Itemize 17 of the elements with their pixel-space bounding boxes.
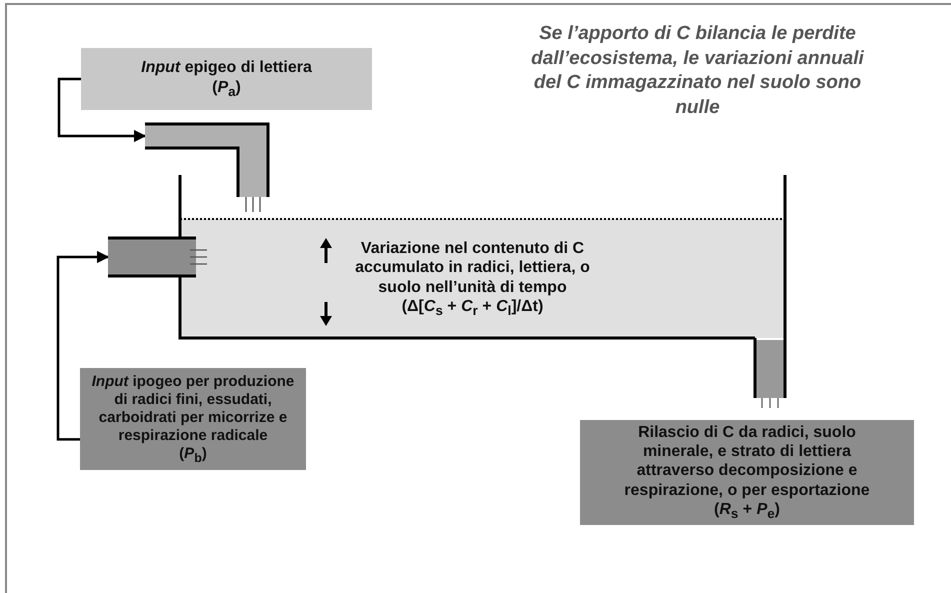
formula-text: (Δ[C$_{s}$ + C$_{r}$ + C$_{l}$]/Δt) xyxy=(402,296,544,319)
text-box xyxy=(81,48,372,110)
note-text: Se l’apporto di C bilancia le perdite dall’ecosistema, le variazioni annuali del C immagazzinato nel suolo sono nulle xyxy=(530,22,865,120)
text-box xyxy=(580,420,914,525)
description-text: Input epigeo di lettiera xyxy=(141,58,312,78)
arrow xyxy=(56,250,110,441)
formula-text: (P$_{a}$) xyxy=(212,78,241,100)
description-text: Input ipogeo per produzione di radici fini, essudati, carboidrati per micorrize e respirazione radicale xyxy=(90,372,296,444)
formula-text: (P$_{b}$) xyxy=(179,444,207,466)
formula-text: (R$_{s}$ + P$_{e}$) xyxy=(714,500,780,522)
pipe-drawing xyxy=(106,236,207,278)
description-text: Rilascio di C da radici, suolo minerale, e strato di lettiera attraverso decomposizione e respirazione, o per esportazione xyxy=(623,423,871,500)
arrow xyxy=(58,78,146,142)
pipe-drawing xyxy=(754,336,786,408)
text-box xyxy=(80,368,306,470)
pipe-drawing xyxy=(144,122,270,212)
description-text: Variazione nel contenuto di C accumulato in radici, lettiera, o suolo nell’unità di tempo xyxy=(354,239,591,297)
